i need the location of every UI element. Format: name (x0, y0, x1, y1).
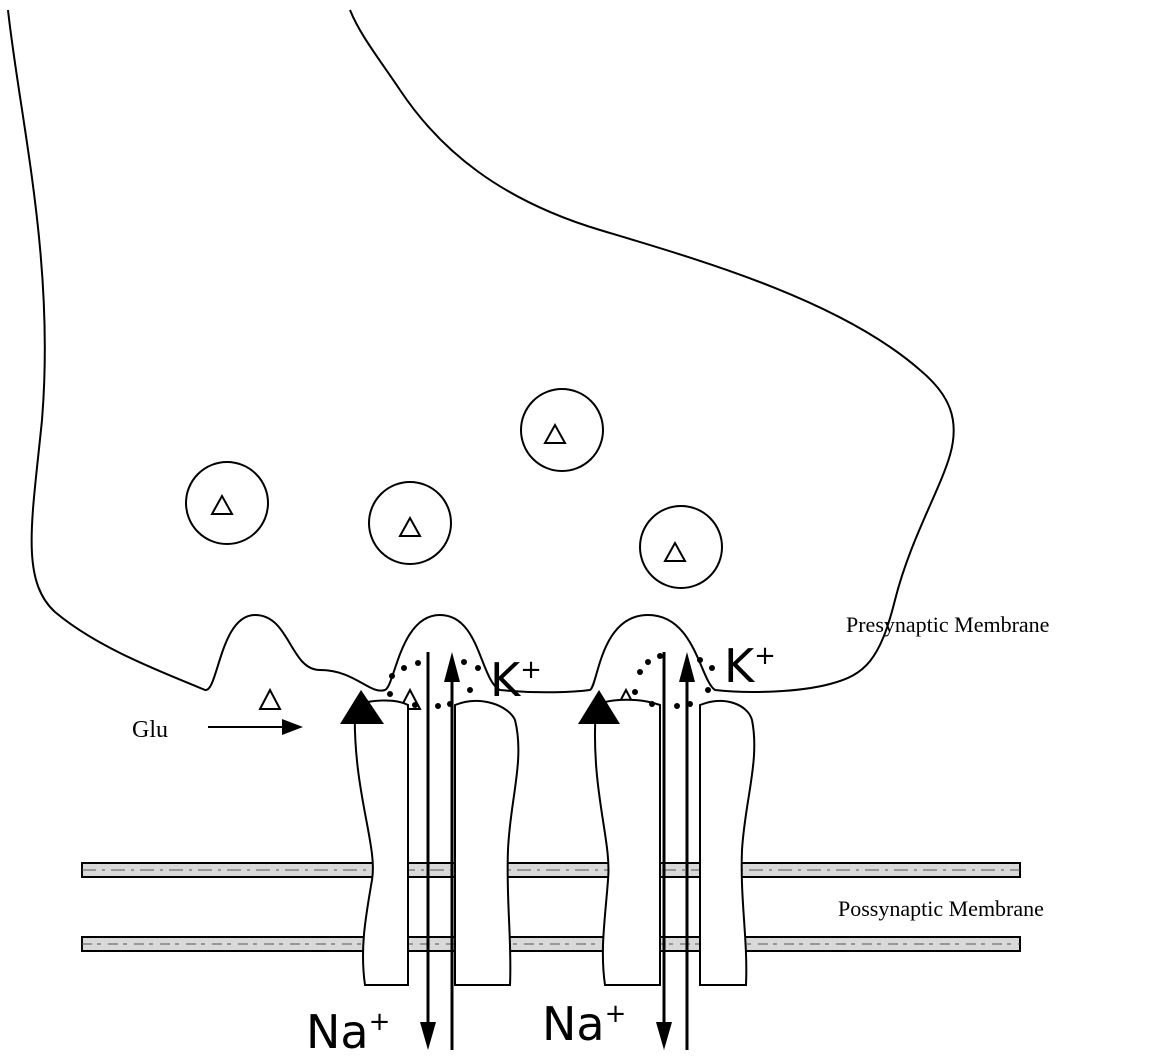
neurotransmitter-triangle-icon (665, 543, 685, 561)
receptor-channel-left (340, 652, 518, 1050)
vesicle (521, 389, 603, 471)
arrow-down-icon (420, 1022, 436, 1050)
glu-label: Glu (132, 717, 168, 743)
neurotransmitter-triangle-icon (400, 518, 420, 536)
vesicle (186, 462, 268, 544)
vesicle (369, 482, 451, 564)
presynaptic-membrane-label: Presynaptic Membrane (846, 612, 1049, 637)
arrow-up-icon (679, 652, 695, 682)
arrow-down-icon (656, 1022, 672, 1050)
k-ion-label-right: K+ (724, 639, 776, 693)
postsynaptic-membrane-label: Possynaptic Membrane (838, 896, 1044, 921)
na-ion-label-right: Na+ (542, 997, 626, 1051)
arrow-up-icon (444, 652, 460, 682)
receptor-channel-right (578, 652, 754, 1050)
released-neurotransmitter-icon (260, 690, 280, 709)
na-ion-label-left: Na+ (306, 1005, 390, 1058)
presynaptic-terminal-outline (8, 10, 954, 692)
glu-arrow-head-icon (282, 719, 303, 735)
vesicle (640, 506, 722, 588)
neurotransmitter-triangle-icon (212, 496, 232, 514)
k-ion-label-left: K+ (490, 653, 542, 707)
neurotransmitter-triangle-icon (545, 425, 565, 443)
